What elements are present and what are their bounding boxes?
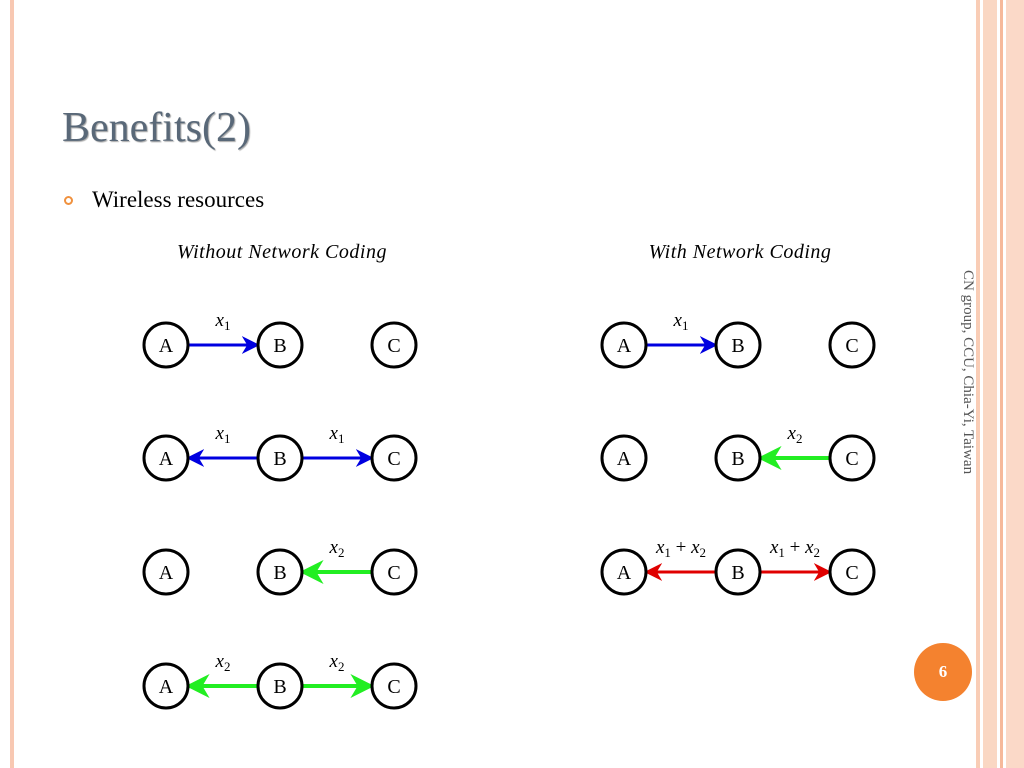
edge-label: x2	[215, 651, 231, 674]
bullet-circle-icon	[64, 196, 73, 205]
diagram-row: x1 + x2 x1 + x2 A B C	[600, 537, 876, 596]
diagram-heading: Without Network Coding	[177, 241, 387, 263]
edge-label: x2	[787, 423, 803, 446]
node-label: C	[845, 562, 858, 584]
node-a-circle	[142, 548, 190, 596]
node-label: C	[387, 562, 400, 584]
node-label: A	[617, 335, 632, 357]
node-label: B	[731, 562, 744, 584]
node-b-circle	[256, 434, 304, 482]
node-b-circle	[714, 434, 762, 482]
node-label: B	[731, 335, 744, 357]
node-c-circle	[370, 321, 418, 369]
node-label: A	[617, 562, 632, 584]
edge-label: x1	[215, 423, 231, 446]
diagram-row: x2A B C	[142, 537, 418, 596]
node-a-circle	[142, 662, 190, 710]
node-b-circle	[256, 321, 304, 369]
node-a-circle	[600, 548, 648, 596]
node-b-circle	[714, 548, 762, 596]
page-number: 6	[938, 662, 948, 681]
edge-label: x2	[329, 651, 345, 674]
page-number-badge: 6	[914, 643, 972, 701]
node-label: B	[731, 448, 744, 470]
node-c-circle	[828, 548, 876, 596]
node-b-circle	[714, 321, 762, 369]
left-border-line	[10, 0, 14, 768]
edge-label: x1	[215, 310, 231, 333]
diagram-heading: With Network Coding	[649, 241, 832, 263]
footer-vertical-text: CN group, CCU, Chia-Yi, Taiwan	[960, 270, 976, 475]
node-b-circle	[256, 548, 304, 596]
node-label: A	[159, 562, 174, 584]
diagram-row: x2 x2A B C	[142, 651, 418, 710]
node-label: A	[159, 335, 174, 357]
node-a-circle	[600, 434, 648, 482]
edge-label: x1 + x2	[655, 537, 706, 560]
node-c-circle	[370, 548, 418, 596]
node-a-circle	[142, 321, 190, 369]
right-decorative-stripes	[976, 0, 1024, 768]
node-label: C	[845, 335, 858, 357]
node-label: B	[273, 335, 286, 357]
diagram-row: x1 x1A B C	[142, 423, 418, 482]
node-label: B	[273, 676, 286, 698]
edge-label: x2	[329, 537, 345, 560]
edge-label: x1	[673, 310, 689, 333]
node-label: C	[387, 335, 400, 357]
node-label: A	[159, 448, 174, 470]
diagram-row: x2A B C	[600, 423, 876, 482]
node-label: B	[273, 448, 286, 470]
node-label: B	[273, 562, 286, 584]
node-c-circle	[828, 434, 876, 482]
bullet-text: Wireless resources	[92, 187, 265, 212]
node-c-circle	[370, 434, 418, 482]
node-c-circle	[828, 321, 876, 369]
edge-label: x1 + x2	[769, 537, 820, 560]
node-label: A	[617, 448, 632, 470]
node-label: C	[387, 676, 400, 698]
node-label: C	[387, 448, 400, 470]
node-label: C	[845, 448, 858, 470]
node-a-circle	[142, 434, 190, 482]
edge-label: x1	[329, 423, 345, 446]
slide-title: Benefits(2)	[62, 105, 251, 151]
diagram-row: x1A B C	[600, 310, 876, 369]
node-a-circle	[600, 321, 648, 369]
node-label: A	[159, 676, 174, 698]
node-c-circle	[370, 662, 418, 710]
diagram-row: x1A B C	[142, 310, 418, 369]
node-b-circle	[256, 662, 304, 710]
